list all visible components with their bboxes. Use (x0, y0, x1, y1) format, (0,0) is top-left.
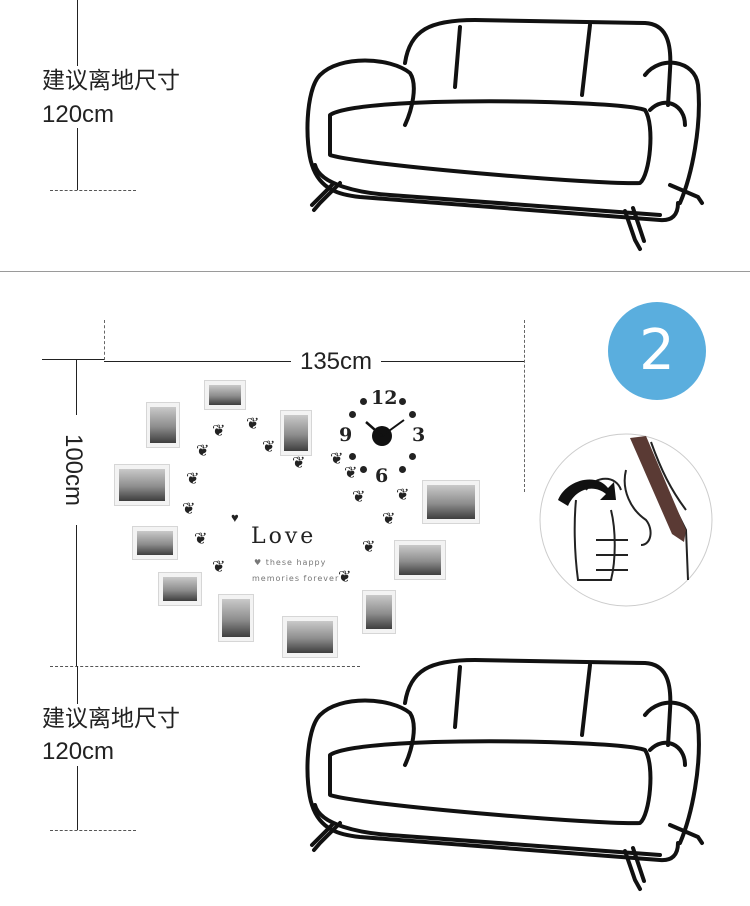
clock-dot (360, 398, 367, 405)
width-guide-left (104, 320, 105, 360)
clock-dot (399, 466, 406, 473)
butterfly-icon: ❦ (194, 531, 208, 548)
photo-frame (132, 526, 178, 560)
butterfly-icon: ❦ (362, 539, 376, 556)
height-top-tick (42, 359, 104, 360)
photo-frame (146, 402, 180, 448)
clock-dot (360, 466, 367, 473)
height-guide-line (77, 128, 78, 190)
height-guide-line (77, 0, 78, 66)
photo-frame (114, 464, 170, 506)
clock-dot (349, 411, 356, 418)
butterfly-icon: ❦ (212, 559, 226, 576)
tagline-line2: memories forever (252, 574, 340, 583)
clock-dot (399, 398, 406, 405)
butterfly-icon: ❦ (212, 423, 226, 440)
love-text: Love (251, 524, 317, 549)
step-number-badge: 2 (608, 302, 706, 400)
recommended-height-label: 建议离地尺寸 (42, 706, 180, 732)
tagline-line1: ♥ these happy (254, 558, 327, 567)
sofa-illustration (305, 658, 704, 891)
photo-frame (362, 590, 396, 634)
floor-guide-dashes (50, 190, 136, 191)
clock-number-12: 12 (371, 387, 398, 409)
clock-dot (409, 411, 416, 418)
photo-frame (204, 380, 246, 410)
butterfly-icon: ❦ (382, 511, 396, 528)
butterfly-icon: ❦ (292, 455, 306, 472)
recommended-height-value: 120cm (42, 738, 115, 765)
photo-frame (282, 616, 338, 658)
clock-number-9: 9 (339, 424, 353, 446)
butterfly-icon: ❦ (396, 487, 410, 504)
clock-number-6: 6 (375, 465, 389, 487)
photo-frame (394, 540, 446, 580)
butterfly-icon: ❦ (182, 501, 196, 518)
clock-hands-icon (365, 419, 405, 446)
width-dimension-value: 135cm (291, 348, 381, 376)
photo-frame (218, 594, 254, 642)
height-dimension-value: 100cm (59, 415, 87, 525)
recommended-height-value: 120cm (42, 101, 115, 128)
hook-illustration (539, 433, 713, 607)
photo-frame (280, 410, 312, 456)
clock-number-3: 3 (412, 424, 426, 446)
butterfly-icon: ❦ (196, 443, 210, 460)
butterfly-icon: ❦ (330, 451, 344, 468)
sofa-illustration (305, 18, 704, 251)
section-divider (0, 271, 750, 272)
floor-guide-dashes (50, 830, 136, 831)
width-guide-right (524, 320, 525, 492)
height-guide-line (77, 766, 78, 830)
butterfly-icon: ❦ (262, 439, 276, 456)
butterfly-icon: ❦ (186, 471, 200, 488)
photo-frame (422, 480, 480, 524)
butterfly-icon: ❦ (338, 569, 352, 586)
clock-dot (349, 453, 356, 460)
clock-dot (409, 453, 416, 460)
butterfly-icon: ❦ (352, 489, 366, 506)
height-guide-line (77, 666, 78, 704)
photo-frame (158, 572, 202, 606)
butterfly-icon: ❦ (344, 465, 358, 482)
frame-bottom-guide (50, 666, 360, 667)
recommended-height-label: 建议离地尺寸 (42, 68, 180, 94)
butterfly-icon: ❦ (246, 416, 260, 433)
heart-icon: ♥ (231, 510, 239, 525)
